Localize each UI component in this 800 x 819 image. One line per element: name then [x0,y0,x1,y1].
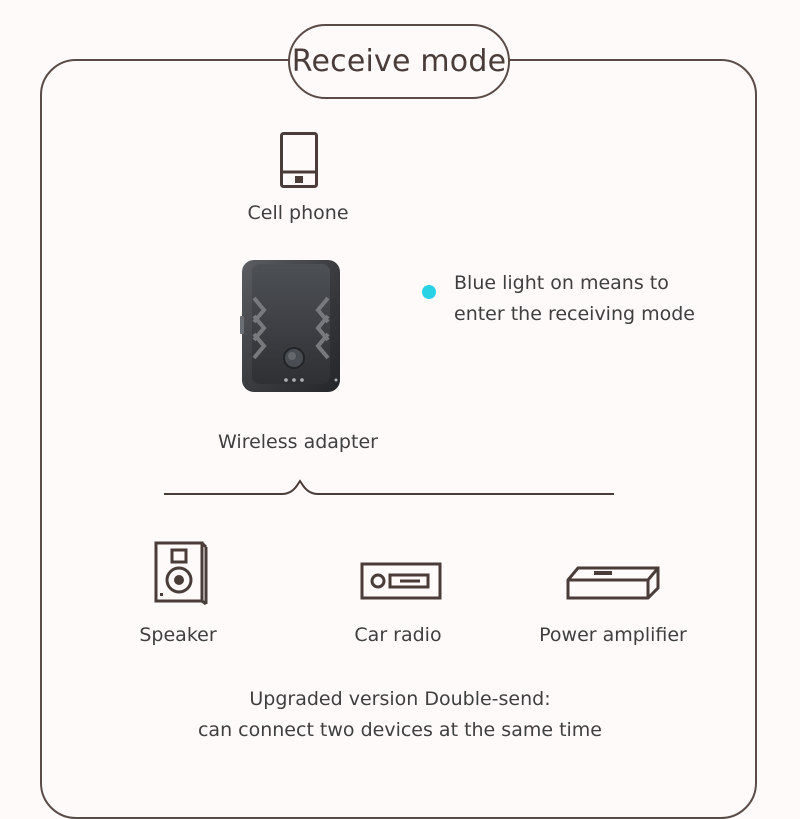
power-amplifier-icon [566,566,660,600]
title-pill: Receive mode [288,24,510,99]
diagram-title: Receive mode [291,44,507,79]
wireless-adapter-label: Wireless adapter [218,431,378,453]
speaker-label: Speaker [139,624,217,646]
indicator-note-line-1: Blue light on means to [454,272,669,294]
speaker-icon [154,541,208,606]
blue-light-indicator-icon [422,285,436,299]
wireless-adapter-image [240,260,340,392]
car-radio-label: Car radio [354,624,442,646]
bracket-divider [164,479,614,495]
power-amplifier-label: Power amplifier [539,624,687,646]
footer-note: Upgraded version Double-send: can connec… [0,684,800,746]
indicator-note: Blue light on means to enter the receivi… [454,268,695,330]
indicator-note-line-2: enter the receiving mode [454,303,695,325]
car-radio-icon [360,562,442,600]
footer-line-1: Upgraded version Double-send: [249,688,551,710]
cell-phone-label: Cell phone [247,202,349,224]
footer-line-2: can connect two devices at the same time [197,719,602,741]
cell-phone-icon [280,132,318,188]
